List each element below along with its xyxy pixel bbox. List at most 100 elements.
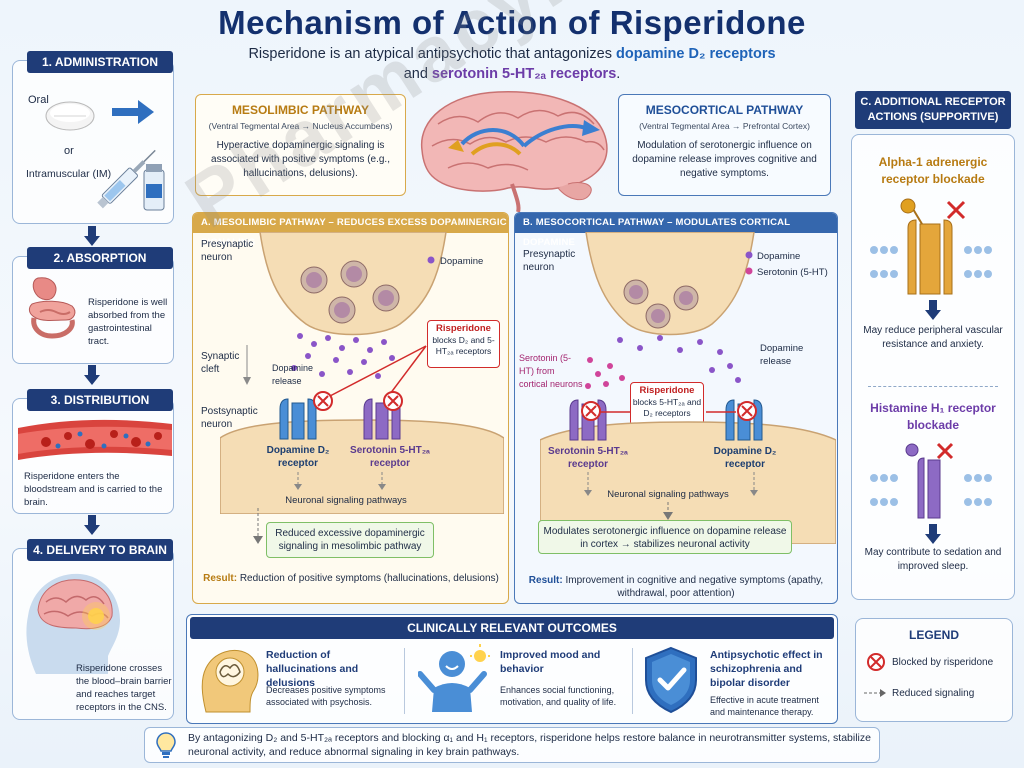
panel-b-presynaptic-terminal	[585, 232, 755, 336]
panel-b-callout-arrows	[600, 411, 736, 413]
panel-b-dopamine-legend: Dopamine	[757, 251, 801, 262]
additional-actions-box	[851, 134, 1015, 600]
or-label: or	[64, 145, 74, 157]
mesolimbic-title: MESOLIMBIC PATHWAY	[231, 103, 370, 117]
summary-text: By antagonizing D₂ and 5-HT₂ₐ receptors …	[188, 732, 871, 758]
histamine-receptor-icon	[870, 442, 992, 519]
mesolimbic-route: (Ventral Tegmental Area → Nucleus Accumb…	[208, 121, 393, 131]
syringe-icon	[97, 149, 165, 211]
step3-header: 3. DISTRIBUTION	[27, 389, 173, 411]
panel-b-release-label: Dopamine release	[760, 343, 804, 367]
panel-a-callout-title: Risperidone	[436, 323, 491, 334]
additional-header: C. ADDITIONAL RECEPTOR ACTIONS (SUPPORTI…	[855, 91, 1011, 129]
outcomes-header: CLINICALLY RELEVANT OUTCOMES	[190, 617, 834, 639]
happy-person-icon	[418, 644, 490, 712]
panel-a-block-icon-2	[383, 391, 403, 411]
alpha1-title: Alpha-1 adrenergic receptor blockade	[878, 155, 988, 186]
arrow-down-icon	[84, 365, 100, 385]
mesolimbic-text: Hyperactive dopaminergic signaling is as…	[211, 140, 390, 179]
panel-a-d2-label: Dopamine D₂ receptor	[266, 445, 330, 469]
dopamine-dot-icon	[745, 251, 753, 259]
outcome2-text: Enhances social functioning, motivation,…	[500, 685, 617, 707]
absorption-text: Risperidone is well absorbed from the ga…	[88, 297, 168, 347]
mesocortical-box: MESOCORTICAL PATHWAY (Ventral Tegmental …	[618, 94, 831, 196]
step2-header: 2. ABSORPTION	[27, 247, 173, 269]
legend-reduced: Reduced signaling	[892, 688, 975, 699]
step1-header: 1. ADMINISTRATION	[27, 51, 173, 73]
brain-illustration	[420, 91, 608, 213]
panel-a-result-text: Reduction of positive symptoms (hallucin…	[239, 573, 499, 584]
panel-b-outcome-box: Modulates serotonergic influence on dopa…	[538, 520, 792, 554]
arrow-right-icon	[112, 100, 154, 124]
outcome1-title: Reduction of hallucinations and delusion…	[266, 649, 359, 689]
panel-a-dopamine-particles	[291, 333, 395, 379]
serotonin-dot-icon	[745, 267, 753, 275]
panel-a-outcome-box: Reduced excessive dopaminergic signaling…	[266, 522, 434, 558]
panel-b-signaling-label: Neuronal signaling pathways	[607, 489, 729, 500]
panel-a-release-label: Dopamine release	[272, 363, 314, 386]
step4-header: 4. DELIVERY TO BRAIN	[27, 539, 173, 561]
outcome-divider	[632, 648, 633, 714]
panel-a-synaptic-label: Synaptic cleft	[201, 351, 240, 375]
panel-a-signal-arrows	[294, 472, 386, 490]
panel-a-5ht2a-label: Serotonin 5-HT₂ₐ receptor	[350, 445, 430, 469]
subtitle-serotonin: serotonin 5-HT₂ₐ receptors	[431, 66, 617, 82]
panel-a-dopamine-legend: Dopamine	[440, 256, 484, 267]
subtitle-part2: and	[403, 66, 432, 82]
legend-blocked: Blocked by risperidone	[892, 657, 994, 668]
panel-a-result-label: Result:	[203, 573, 238, 584]
alpha1-text: May reduce peripheral vascular resistanc…	[863, 325, 1003, 350]
panel-a-postsynaptic-label: Postsynaptic neuron	[201, 406, 258, 430]
delivery-text: Risperidone crosses the blood–brain barr…	[76, 663, 172, 713]
arrow-down-icon	[925, 300, 941, 320]
panel-b-header: B. MESOCORTICAL PATHWAY – MODULATES CORT…	[515, 213, 837, 248]
mesocortical-text: Modulation of serotonergic influence on …	[632, 140, 817, 179]
dopamine-dot-icon	[427, 256, 435, 264]
panel-b-block-icon-1	[581, 401, 601, 421]
panel-b-result: Result: Improvement in cognitive and neg…	[522, 574, 830, 600]
panel-a-cleft-arrow-icon	[243, 345, 251, 385]
panel-a-signaling-label: Neuronal signaling pathways	[285, 495, 407, 506]
stomach-intestine-icon	[28, 277, 76, 339]
outcome2-title: Improved mood and behavior	[500, 649, 601, 675]
shield-check-icon	[645, 646, 697, 714]
subtitle-dopamine: dopamine D₂ receptors	[616, 46, 776, 62]
panel-a-header: A. MESOLIMBIC PATHWAY – REDUCES EXCESS D…	[193, 213, 508, 248]
outcome-divider	[404, 648, 405, 714]
panel-b-presynaptic-label: Presynaptic neuron	[523, 249, 576, 273]
reduced-signaling-icon	[864, 689, 886, 697]
mesocortical-title: MESOCORTICAL PATHWAY	[645, 103, 804, 117]
panel-a-callout-arrows	[329, 345, 427, 397]
head-brain-icon	[26, 573, 121, 674]
arrow-down-icon	[925, 524, 941, 544]
lightbulb-icon	[156, 732, 176, 758]
panel-a-callout-text: blocks D₂ and 5-HT₂ₐ receptors	[432, 335, 495, 356]
arrow-down-icon	[84, 515, 100, 535]
oral-pill-icon	[45, 100, 154, 131]
histamine-text: May contribute to sedation and improved …	[864, 547, 1002, 572]
panel-b-d2-label: Dopamine D₂ receptor	[713, 446, 777, 470]
legend-title: LEGEND	[908, 628, 959, 642]
oral-label: Oral	[28, 94, 49, 106]
subtitle-part1: Risperidone is an atypical antipsychotic…	[248, 46, 616, 62]
panel-a-risperidone-callout: Risperidone blocks D₂ and 5-HT₂ₐ recepto…	[427, 320, 500, 368]
panel-b-callout-title: Risperidone	[639, 385, 695, 396]
blood-vessel-icon	[18, 419, 172, 460]
panel-a-presynaptic-terminal	[259, 232, 447, 336]
arrow-down-icon	[84, 226, 100, 246]
divider	[868, 386, 998, 387]
subtitle-part3: .	[616, 66, 621, 82]
panel-a-presynaptic-label: Presynaptic neuron	[201, 239, 254, 263]
distribution-text: Risperidone enters the bloodstream and i…	[24, 471, 163, 508]
panel-b-block-icon-2	[737, 401, 757, 421]
panel-b-callout-text: blocks 5-HT₂ₐ and D₂ receptors	[632, 397, 702, 418]
panel-b-outcome-arrow-icon	[663, 502, 673, 520]
mesocortical-route: (Ventral Tegmental Area → Prefrontal Cor…	[639, 121, 810, 131]
panel-a-block-icon-1	[313, 391, 333, 411]
legend-box	[855, 618, 1013, 722]
panel-b-result-label: Result:	[528, 575, 563, 586]
panel-b-particles	[585, 335, 741, 389]
panel-b-serotonin-source: Serotonin (5-HT) from cortical neurons	[519, 353, 583, 389]
im-label: Intramuscular (IM)	[26, 168, 112, 180]
page-title: Mechanism of Action of Risperidone	[218, 4, 806, 41]
